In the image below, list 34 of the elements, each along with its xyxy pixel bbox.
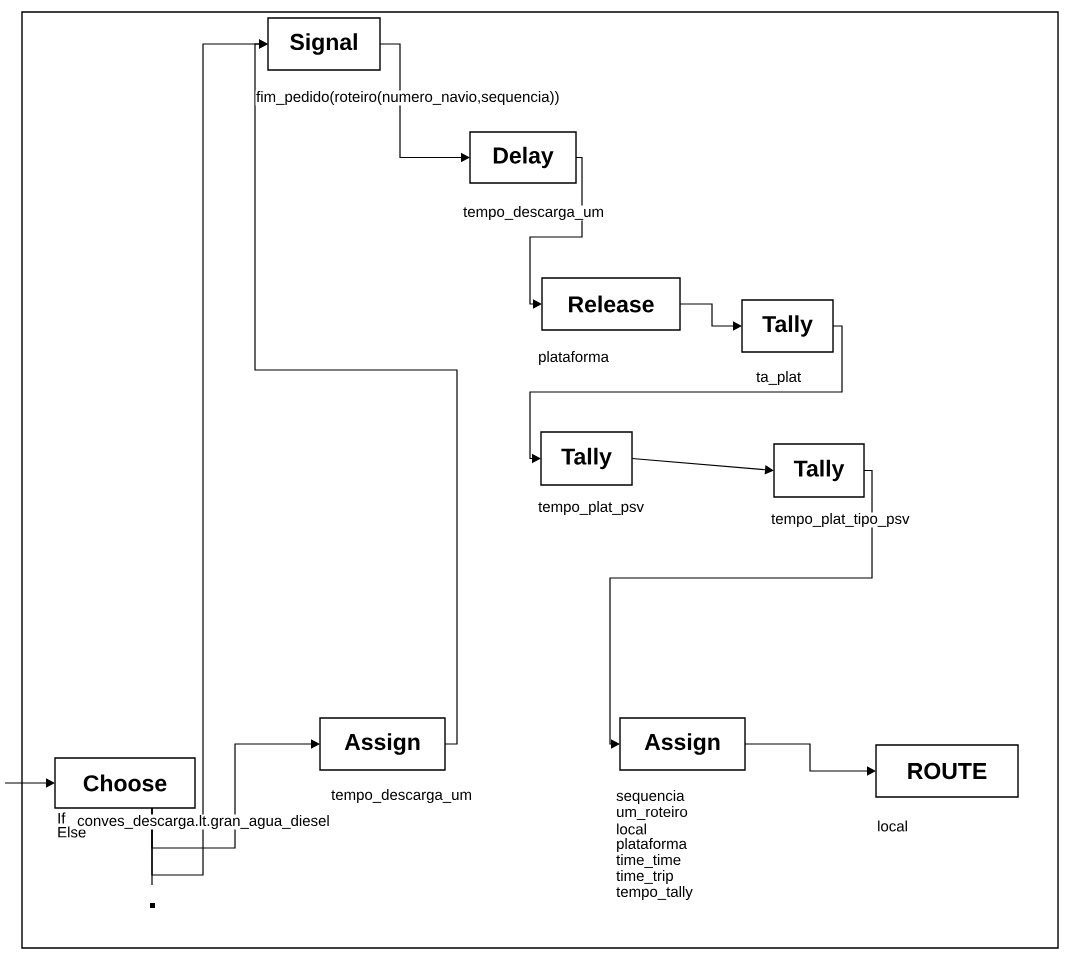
connector bbox=[151, 739, 320, 849]
operand-label: tempo_plat_psv bbox=[537, 500, 645, 516]
operand-label: If bbox=[56, 812, 66, 824]
operand-label: time_time bbox=[615, 853, 682, 869]
connector bbox=[609, 469, 873, 749]
block-box: Assign bbox=[619, 717, 746, 771]
block-box: Choose bbox=[54, 757, 196, 809]
connector bbox=[631, 457, 774, 475]
connector bbox=[4, 778, 55, 788]
operand-label: um_roteiro bbox=[615, 805, 689, 821]
operand-label: fim_pedido(roteiro(numero_navio,sequencia)) bbox=[255, 90, 561, 106]
block-box: Tally bbox=[741, 299, 834, 353]
operand-label: local bbox=[876, 820, 909, 832]
block-box: Signal bbox=[267, 17, 381, 71]
operand-label: tempo_descarga_um bbox=[330, 788, 473, 804]
operand-label: local bbox=[615, 823, 648, 835]
operand-label: time_trip bbox=[615, 869, 675, 885]
connector bbox=[744, 743, 876, 776]
operand-label: tempo_descarga_um bbox=[462, 205, 605, 221]
connector bbox=[679, 303, 742, 331]
operand-label: ta_plat bbox=[755, 370, 802, 386]
operand-label: tempo_plat_tipo_psv bbox=[770, 512, 911, 528]
operand-label: plataforma bbox=[615, 837, 688, 853]
block-box: Delay bbox=[469, 131, 577, 184]
connector bbox=[254, 39, 458, 745]
operand-label: sequencia bbox=[615, 789, 685, 805]
block-box: Assign bbox=[319, 717, 446, 771]
block-box: Release bbox=[541, 277, 681, 331]
operand-label: tempo_tally bbox=[615, 885, 694, 901]
operand-label: plataforma bbox=[537, 350, 610, 366]
block-box: Tally bbox=[540, 431, 633, 486]
block-box: ROUTE bbox=[875, 744, 1019, 798]
connector bbox=[529, 156, 583, 309]
block-box: Tally bbox=[773, 443, 865, 498]
